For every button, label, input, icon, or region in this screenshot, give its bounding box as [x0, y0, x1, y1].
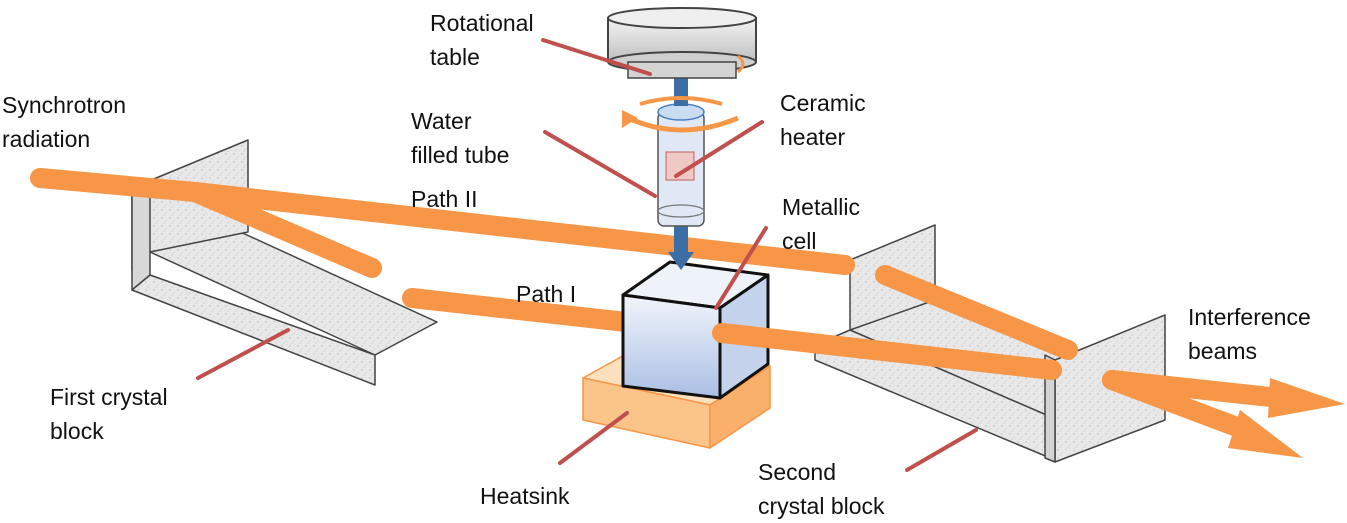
tube-collar — [657, 103, 705, 121]
label-first-block-2: block — [50, 418, 104, 444]
rotation-arrow-icon — [626, 115, 739, 133]
label-first-block-1: First crystal — [50, 384, 168, 410]
incoming-beam — [30, 168, 205, 202]
label-metallic-2: cell — [782, 228, 817, 254]
rotation-arrow-top-icon — [639, 96, 723, 106]
label-ceramic-2: heater — [780, 124, 846, 150]
rotational-assembly — [607, 7, 757, 270]
first-block-base-front — [131, 274, 376, 386]
leader-metallic-cell — [714, 226, 768, 310]
leader-water-tube — [543, 130, 657, 198]
label-path-two: Path II — [411, 186, 477, 212]
beams-back — [30, 168, 855, 332]
label-heatsink: Heatsink — [480, 483, 570, 509]
label-interference-2: beams — [1188, 338, 1257, 364]
label-path-one: Path I — [516, 281, 576, 307]
first-reflection-beam — [185, 182, 382, 278]
rotational-table-top — [607, 7, 757, 29]
shaft-upper — [674, 78, 688, 106]
label-ceramic-1: Ceramic — [780, 90, 866, 116]
second-block-front-wall-side — [1044, 354, 1056, 463]
first-block-back-wall-front — [131, 187, 151, 291]
path-one-beam — [402, 288, 636, 332]
label-second-block-2: crystal block — [758, 493, 885, 519]
label-interference-1: Interference — [1188, 304, 1311, 330]
label-rotational-1: Rotational — [430, 10, 534, 36]
interference-arrowhead-upper — [1268, 378, 1345, 418]
metallic-cell — [621, 260, 770, 400]
leader-lines — [196, 38, 978, 472]
beams-front — [712, 265, 1290, 440]
table-rotation-icon — [737, 54, 745, 74]
rotational-table-hub — [627, 61, 737, 79]
cell-front — [621, 293, 722, 400]
interference-arrowhead-lower — [1228, 410, 1303, 458]
leader-rotational-table — [541, 38, 652, 76]
leader-first-block — [196, 328, 290, 380]
shaft-lower — [674, 225, 688, 255]
leader-heatsink — [558, 411, 629, 465]
path-two-beam — [185, 182, 855, 275]
interference-beam-lower — [1102, 370, 1255, 440]
heatsink-side — [709, 365, 771, 449]
label-synchrotron-1: Synchrotron — [2, 92, 126, 118]
label-water-2: filled tube — [411, 142, 509, 168]
leader-ceramic-heater — [674, 120, 764, 178]
label-synchrotron-2: radiation — [2, 126, 90, 152]
rotation-arrowhead-icon — [622, 110, 638, 128]
leader-second-block — [905, 428, 978, 472]
label-metallic-1: Metallic — [782, 194, 860, 220]
shaft-arrowhead — [668, 252, 694, 270]
water-tube-bottom — [657, 204, 705, 218]
first-crystal-block — [131, 139, 438, 386]
label-rotational-2: table — [430, 44, 480, 70]
labels: Synchrotron radiation Rotational table W… — [2, 10, 1311, 519]
label-second-block-1: Second — [758, 459, 836, 485]
second-reflection-beam — [875, 265, 1078, 360]
label-water-1: Water — [411, 108, 472, 134]
cell-exit-beam — [712, 323, 1062, 380]
